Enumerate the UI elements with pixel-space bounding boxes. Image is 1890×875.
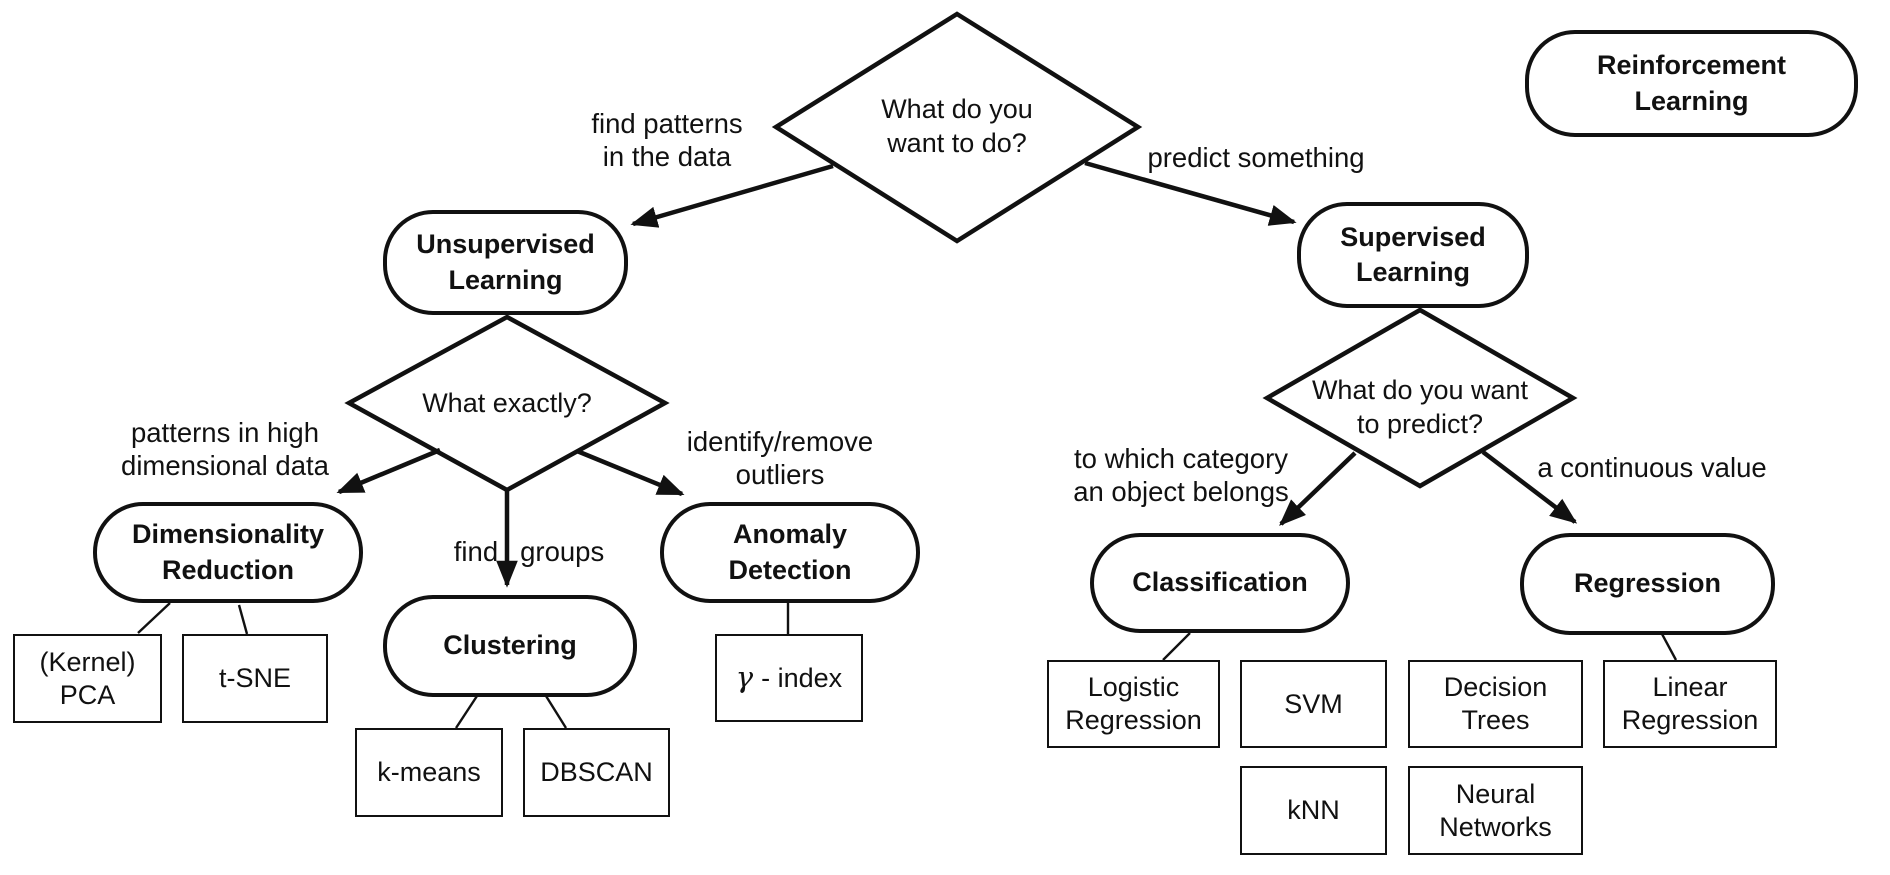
edge-label-which-category: to which category an object belongs	[1073, 443, 1289, 507]
supervised-decision-diamond	[1262, 307, 1578, 489]
unsupervised-question-text: What exactly?	[422, 388, 592, 419]
gamma-symbol: γ	[735, 660, 754, 695]
edge-dimred-to-kernel-pca	[137, 602, 171, 634]
leaf-decision-trees: Decision Trees	[1408, 660, 1583, 748]
edge-label-find-patterns: find patterns in the data	[591, 108, 743, 172]
edge-label-continuous-value: a continuous value	[1537, 452, 1767, 483]
node-clustering: Clustering	[383, 595, 637, 697]
node-anomaly-detection: Anomaly Detection	[660, 502, 920, 603]
leaf-kernel-pca: (Kernel) PCA	[13, 634, 162, 723]
edge-regression-to-linear-regression	[1660, 633, 1678, 661]
edge-label-identify-outliers: identify/remove outliers	[686, 426, 874, 490]
leaf-gamma-index: γ- index	[715, 634, 863, 722]
edge-to-anomaly-detection	[576, 448, 685, 497]
root-decision-diamond	[771, 11, 1143, 244]
node-dimensionality-reduction: Dimensionality Reduction	[93, 502, 363, 603]
edge-clustering-to-dbscan	[544, 695, 568, 729]
edge-root-to-supervised	[1084, 160, 1297, 226]
edge-dimred-to-tsne	[237, 604, 249, 635]
node-regression: Regression	[1520, 533, 1775, 635]
leaf-svm: SVM	[1240, 660, 1387, 748]
edge-label-find-groups: find groups	[429, 536, 629, 568]
leaf-dbscan: DBSCAN	[523, 728, 670, 817]
edge-label-find: find	[453, 536, 499, 567]
edge-root-to-unsupervised	[630, 163, 834, 228]
leaf-neural-networks: Neural Networks	[1408, 766, 1583, 855]
gamma-index-label: - index	[761, 663, 843, 694]
edge-label-groups: groups	[520, 536, 605, 567]
node-supervised-learning: Supervised Learning	[1297, 202, 1529, 308]
edge-to-regression	[1481, 450, 1578, 524]
edge-classification-to-logistic-regression	[1162, 632, 1191, 661]
edge-label-patterns-high-dimensional: patterns in high dimensional data	[121, 417, 329, 481]
leaf-kmeans: k-means	[355, 728, 503, 817]
edge-to-dimensionality-reduction	[336, 447, 441, 495]
edge-label-predict-something: predict something	[1147, 142, 1365, 173]
node-reinforcement-learning: Reinforcement Learning	[1525, 30, 1858, 137]
edge-clustering-to-kmeans	[454, 695, 479, 729]
node-unsupervised-learning: Unsupervised Learning	[383, 210, 628, 315]
leaf-tsne: t-SNE	[182, 634, 328, 723]
root-question-text: What do you want to do?	[881, 94, 1033, 158]
node-classification: Classification	[1090, 533, 1350, 633]
edge-to-classification	[1279, 451, 1357, 526]
leaf-linear-regression: Linear Regression	[1603, 660, 1777, 748]
leaf-knn: kNN	[1240, 766, 1387, 855]
leaf-logistic-regression: Logistic Regression	[1047, 660, 1220, 748]
supervised-question-text: What do you want to predict?	[1311, 375, 1529, 439]
